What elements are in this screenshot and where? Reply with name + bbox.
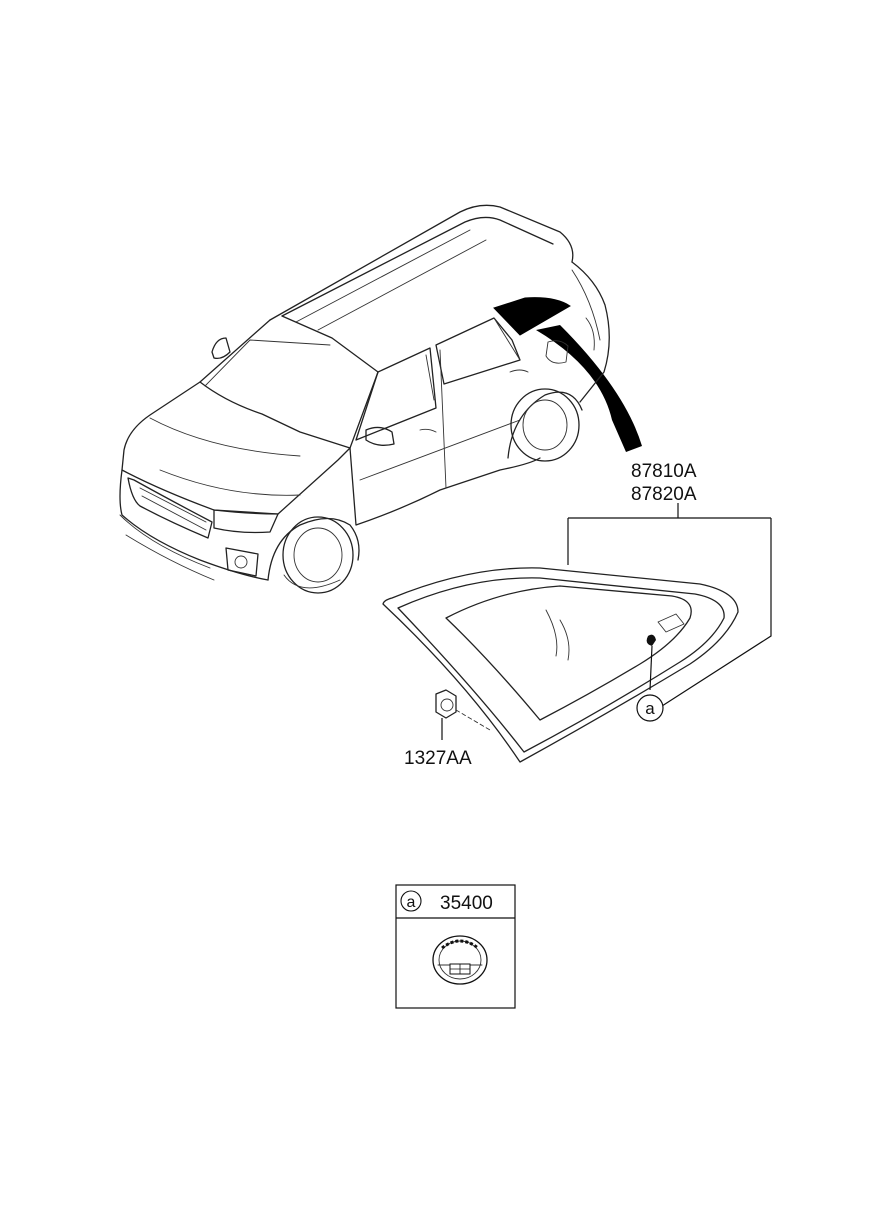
detail-box bbox=[395, 884, 516, 1009]
clip-label-icon bbox=[432, 935, 488, 985]
detail-part-number: 35400 bbox=[440, 893, 493, 914]
part-number-87820a: 87820A bbox=[631, 484, 697, 505]
suv-vehicle-icon bbox=[119, 204, 642, 594]
ref-marker-a: a bbox=[636, 694, 664, 722]
quarter-glass-icon bbox=[382, 567, 739, 763]
pointer-arrow bbox=[536, 325, 642, 452]
highlighted-quarter-glass bbox=[493, 297, 571, 336]
part-number-1327aa: 1327AA bbox=[404, 748, 472, 769]
detail-ref-marker: a bbox=[407, 894, 416, 911]
callout-bracket bbox=[567, 503, 772, 707]
part-number-87810a: 87810A bbox=[631, 461, 697, 482]
nut-icon bbox=[435, 689, 491, 740]
ref-marker-a-label: a bbox=[645, 699, 655, 718]
